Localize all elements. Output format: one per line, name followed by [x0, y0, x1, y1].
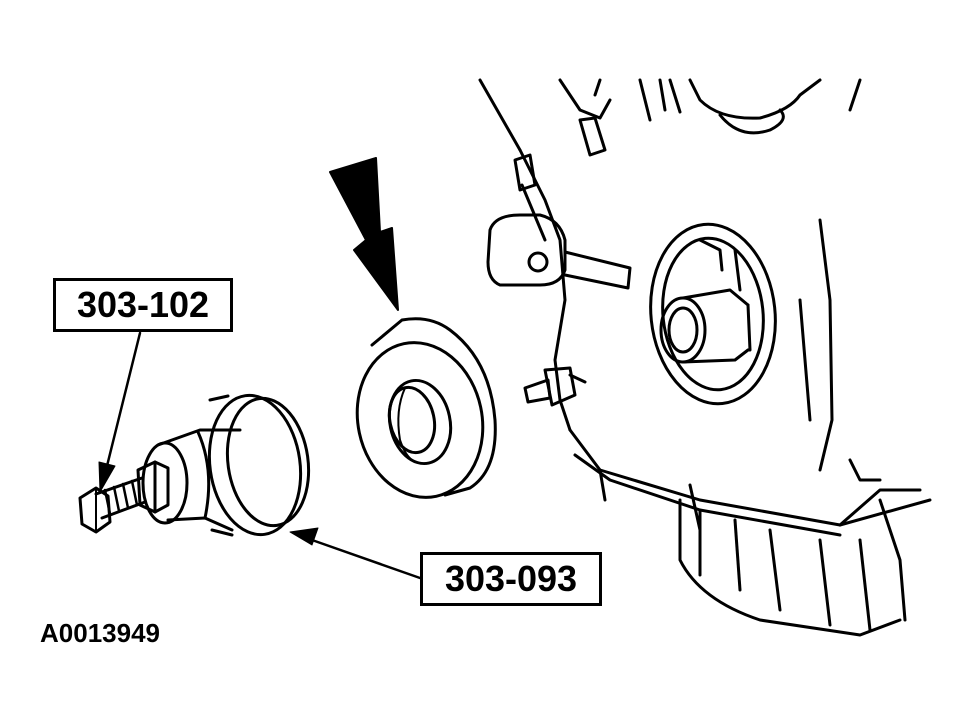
engine-block [478, 78, 932, 637]
leader-line-303-102 [98, 331, 142, 493]
seal-installer-tool [78, 393, 311, 537]
tool-label-303-093: 303-093 [420, 552, 602, 606]
leader-line-303-093 [289, 527, 422, 580]
figure-id: A0013949 [40, 618, 160, 648]
down-arrow-icon [329, 157, 399, 311]
crankshaft-front-seal [355, 317, 497, 499]
tool-label-303-102: 303-102 [53, 278, 233, 332]
